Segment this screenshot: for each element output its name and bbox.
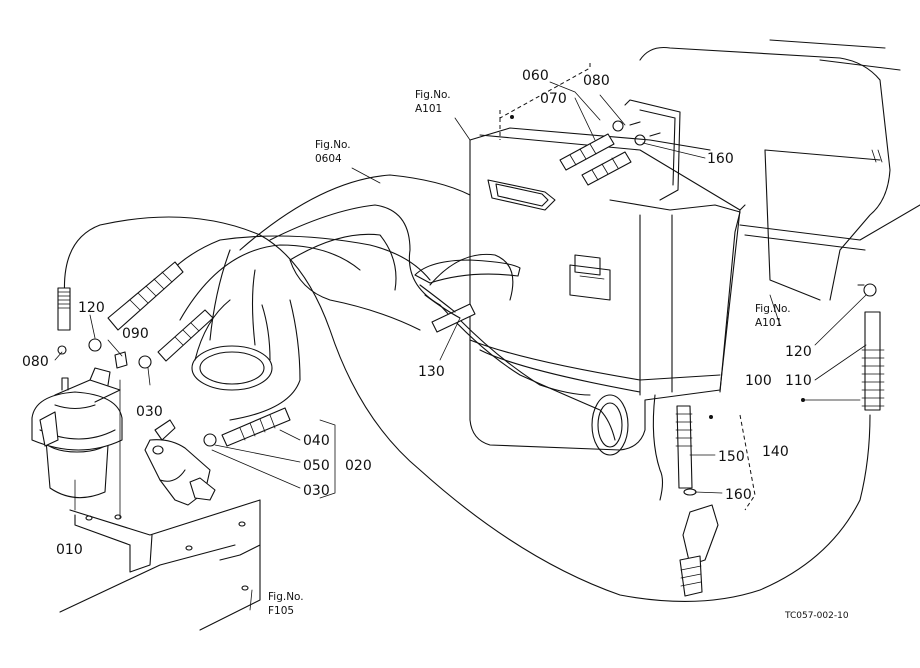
- air-duct: [191, 174, 629, 456]
- part-label-020: 020: [345, 458, 372, 474]
- part-label-110: 110: [785, 373, 812, 389]
- part-label-120-left: 120: [78, 300, 105, 316]
- part-label-140: 140: [762, 444, 789, 460]
- part-label-050: 050: [303, 458, 330, 474]
- machine-body: [639, 39, 920, 301]
- fuel-hose-loop: [63, 216, 871, 602]
- figure-refs: Fig.No. A101 Fig.No. 0604 Fig.No. A101 F…: [268, 89, 791, 617]
- hose-band-130: [414, 259, 521, 333]
- mounting-bracket: [59, 499, 261, 631]
- part-label-040: 040: [303, 433, 330, 449]
- part-label-120-right: 120: [785, 344, 812, 360]
- part-label-010: 010: [56, 542, 83, 558]
- figref-a101-right-line2: A101: [755, 317, 782, 329]
- figref-0604-line2: 0604: [315, 153, 342, 165]
- part-label-090: 090: [122, 326, 149, 342]
- part-label-030-mid: 030: [136, 404, 163, 420]
- part-label-080-left: 080: [22, 354, 49, 370]
- figref-a101-top-line2: A101: [415, 103, 442, 115]
- figref-f105-line2: F105: [268, 605, 294, 617]
- hose-lower: [675, 405, 756, 597]
- part-label-130: 130: [418, 364, 445, 380]
- fuel-tank: [469, 99, 746, 451]
- fuel-pump: [144, 419, 216, 506]
- leader-lines: [54, 81, 867, 611]
- drawing-code: TC057-002-10: [784, 611, 849, 621]
- figref-a101-top-line1: Fig.No.: [415, 89, 451, 101]
- figref-0604-line1: Fig.No.: [315, 139, 351, 151]
- hose-right: [801, 283, 885, 411]
- hose-group-upper: [499, 60, 661, 186]
- part-label-150: 150: [718, 449, 745, 465]
- part-label-070: 070: [540, 91, 567, 107]
- part-label-060: 060: [522, 68, 549, 84]
- hose-cluster-left: [57, 261, 291, 447]
- figref-f105-line1: Fig.No.: [268, 591, 304, 603]
- fuel-filter-010: [31, 367, 123, 499]
- part-labels: 060 070 080 160 120 090 080 030 010 040 …: [22, 68, 812, 558]
- figref-a101-right-line1: Fig.No.: [755, 303, 791, 315]
- part-label-160-top: 160: [707, 151, 734, 167]
- duct-opening: [191, 345, 273, 391]
- part-label-030-low: 030: [303, 483, 330, 499]
- part-label-160-low: 160: [725, 487, 752, 503]
- part-label-080-top: 080: [583, 73, 610, 89]
- part-label-100: 100: [745, 373, 772, 389]
